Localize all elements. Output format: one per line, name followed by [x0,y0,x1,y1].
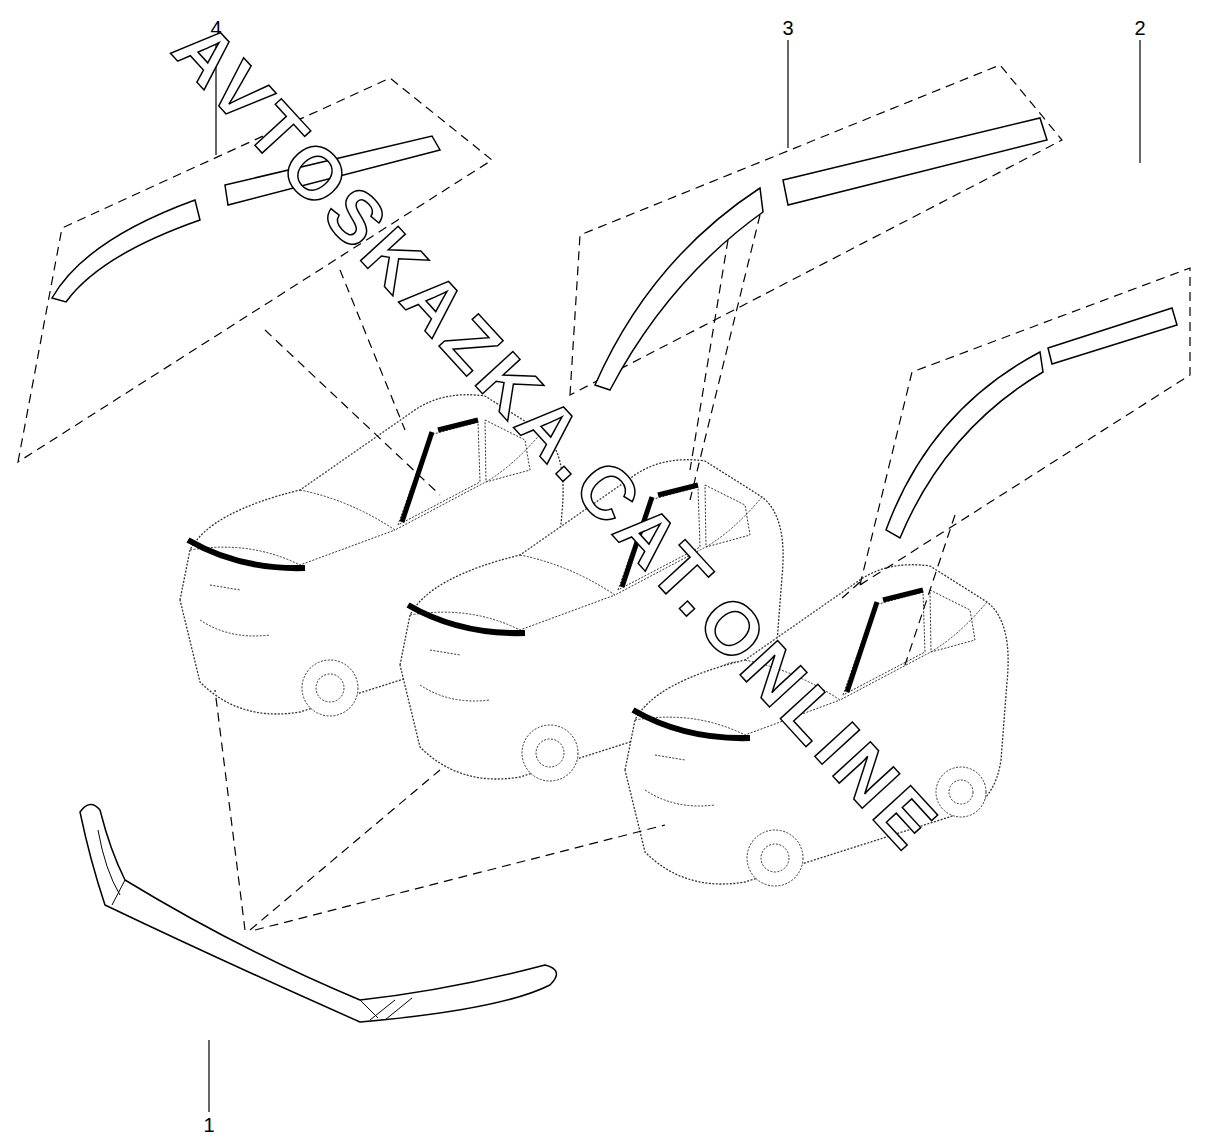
callout-number: 3 [782,18,793,38]
callout-number: 1 [203,1115,214,1135]
callout-number: 2 [1134,18,1145,38]
